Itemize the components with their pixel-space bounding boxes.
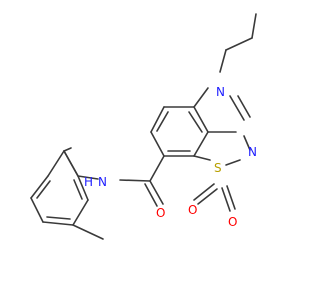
bond	[63, 147, 72, 152]
bond	[188, 111, 203, 133]
atom-label-o-sulfonyl-2: O	[228, 215, 237, 229]
atom-label-n-ring: N	[216, 85, 225, 99]
bond	[156, 111, 169, 132]
bond	[150, 106, 165, 133]
atom-label-h-amide: H	[84, 175, 93, 189]
bond	[73, 179, 83, 200]
bond	[219, 49, 227, 73]
atom-label-n-imine: N	[248, 145, 257, 159]
bond	[149, 155, 165, 182]
molecule-structure: N H O N N S O O	[30, 13, 257, 240]
bond	[42, 221, 74, 226]
bond	[221, 187, 231, 212]
bond	[72, 224, 104, 240]
bond	[77, 175, 89, 201]
bond	[46, 216, 71, 220]
bond	[193, 183, 215, 201]
bond	[193, 87, 209, 108]
atom-label-s: S	[214, 161, 222, 175]
bond	[77, 175, 99, 180]
bond	[193, 155, 211, 161]
bond	[229, 95, 245, 121]
bond	[150, 131, 165, 157]
atom-label-o-carbonyl: O	[156, 206, 165, 220]
bond	[197, 188, 218, 205]
bond	[144, 183, 158, 207]
bond	[47, 150, 65, 177]
bond	[243, 135, 251, 151]
bond	[225, 159, 241, 166]
bond	[149, 180, 164, 205]
bond	[63, 150, 79, 177]
bond	[30, 175, 49, 199]
bond	[193, 131, 209, 157]
bond	[237, 95, 251, 118]
bond	[72, 199, 89, 226]
bond	[119, 179, 151, 182]
bond	[36, 180, 51, 199]
bond	[225, 37, 253, 51]
atom-label-o-sulfonyl-1: O	[188, 203, 197, 217]
bond	[251, 13, 257, 39]
atom-label-n-amide: N	[98, 175, 107, 189]
bond	[193, 106, 209, 133]
bond	[226, 185, 236, 210]
bond	[30, 197, 44, 223]
